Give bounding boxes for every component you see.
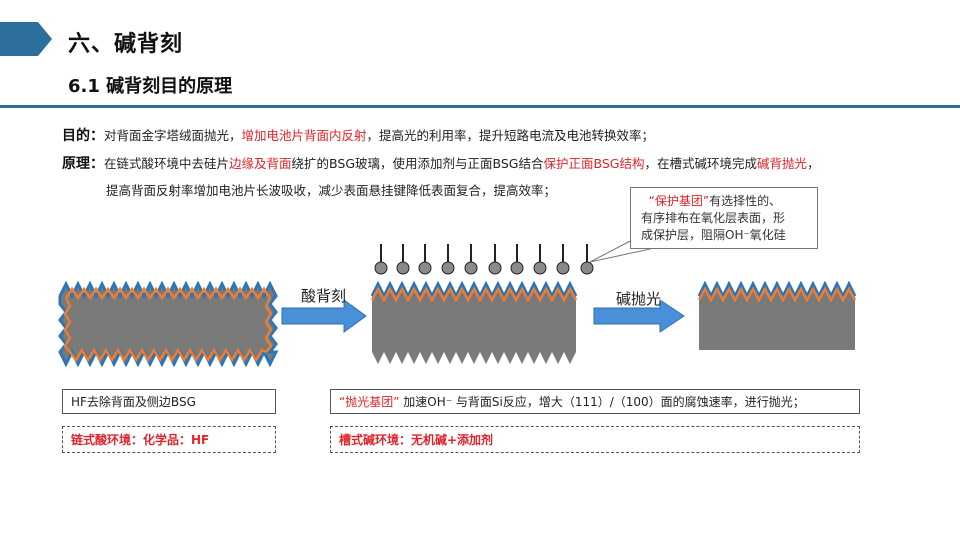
- wafer-after-polish: [697, 280, 857, 350]
- section-title: 6.1 碱背刻目的原理: [68, 76, 233, 97]
- protective-groups: [374, 244, 594, 275]
- chain-env-box: 链式酸环境：化学品：HF: [62, 426, 276, 453]
- principle-text-2: 绕扩的BSG玻璃，使用添加剂与正面BSG结合: [291, 156, 544, 171]
- wafer-original: [58, 280, 279, 368]
- callout-line-3: 成保护层，阻隔OH⁻氧化硅: [641, 228, 786, 242]
- polish-note-box: “抛光基团” 加速OH⁻ 与背面Si反应，增大（111）/（100）面的腐蚀速率…: [330, 389, 860, 414]
- principle-text-3: ，在槽式碱环境完成: [644, 156, 757, 171]
- acid-etch-label: 酸背刻: [301, 287, 347, 305]
- tank-env-box: 槽式碱环境：无机碱+添加剂: [330, 426, 860, 453]
- alkali-polish-label: 碱抛光: [616, 290, 662, 308]
- principle-highlight-3: 碱背抛光: [757, 156, 808, 171]
- principle-highlight-1: 边缘及背面: [229, 156, 292, 171]
- polish-highlight: “抛光基团”: [339, 395, 400, 409]
- purpose-text-1: 对背面金字塔绒面抛光，: [104, 128, 242, 143]
- page-title: 六、碱背刻: [68, 32, 184, 57]
- principle-text-4: ，: [807, 156, 820, 171]
- protective-group-callout: “保护基团”有选择性的、 有序排布在氧化层表面，形 成保护层，阻隔OH⁻氧化硅: [630, 187, 818, 249]
- polish-text: 加速OH⁻ 与背面Si反应，增大（111）/（100）面的腐蚀速率，进行抛光；: [403, 395, 805, 409]
- title-tab-icon: [0, 22, 52, 56]
- arrow-acid-etch: [281, 299, 367, 333]
- purpose-text-highlight: 增加电池片背面内反射: [241, 128, 367, 143]
- callout-line-2: 有序排布在氧化层表面，形: [641, 211, 786, 225]
- principle-highlight-2: 保护正面BSG结构: [543, 156, 645, 171]
- purpose-text-2: ，提高光的利用率，提升短路电流及电池转换效率；: [366, 128, 655, 143]
- principle-paragraph: 原理：在链式酸环境中去硅片边缘及背面绕扩的BSG玻璃，使用添加剂与正面BSG结合…: [62, 154, 820, 174]
- title-divider: [0, 105, 960, 108]
- principle-line-2: 提高背面反射率增加电池片长波吸收，减少表面悬挂键降低表面复合，提高效率；: [106, 183, 557, 198]
- principle-label: 原理：: [62, 156, 104, 172]
- callout-line-1: 有选择性的、: [709, 194, 782, 208]
- purpose-label: 目的：: [62, 128, 104, 144]
- purpose-paragraph: 目的：对背面金字塔绒面抛光，增加电池片背面内反射，提高光的利用率，提升短路电流及…: [62, 126, 654, 146]
- arrow-alkali-polish: [593, 299, 685, 333]
- wafer-after-acid-etch: [370, 280, 578, 364]
- callout-highlight: “保护基团”: [648, 194, 710, 208]
- hf-note-box: HF去除背面及侧边BSG: [62, 389, 276, 414]
- principle-text-1: 在链式酸环境中去硅片: [104, 156, 230, 171]
